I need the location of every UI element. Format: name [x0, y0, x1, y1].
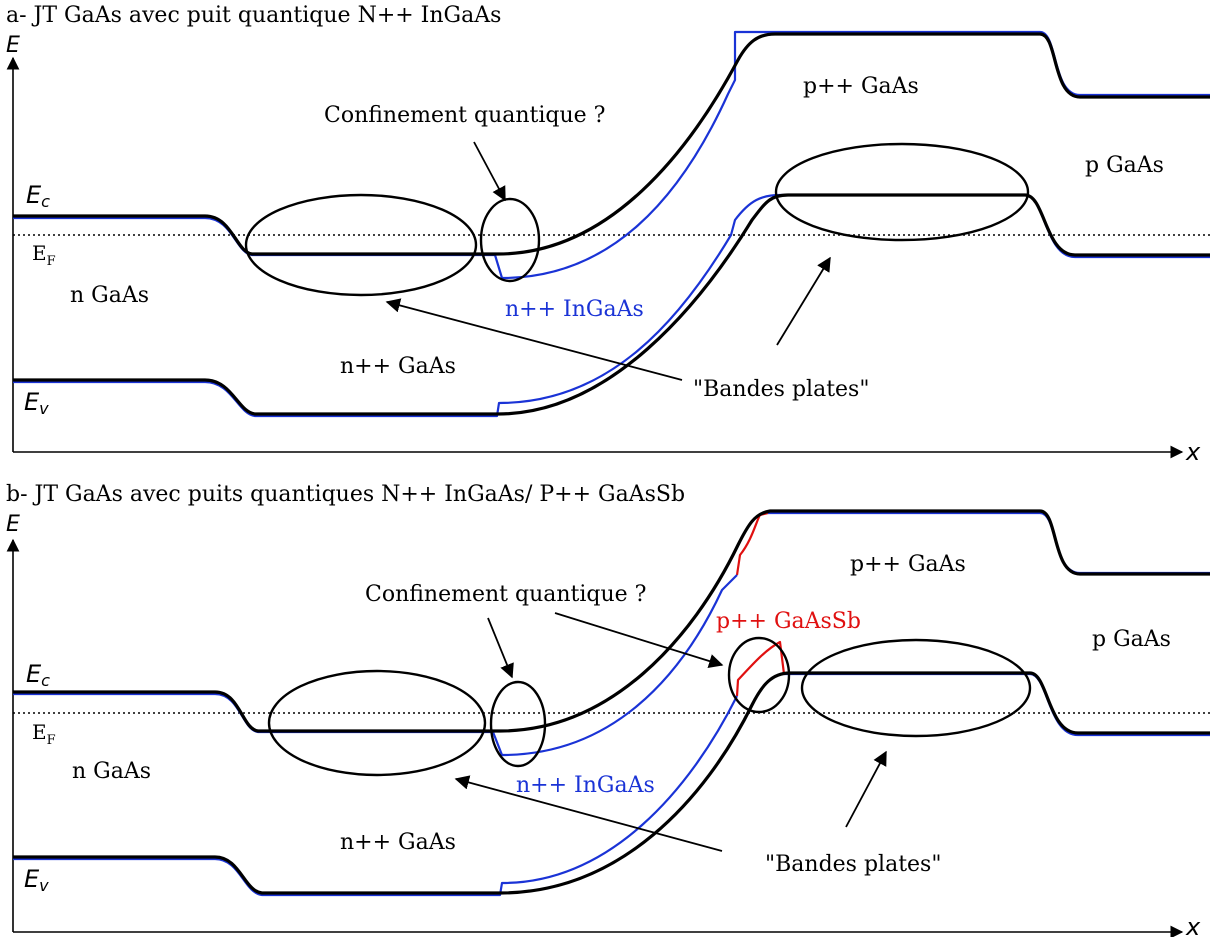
- panel-b-ingaas-conduction-band-right: [768, 511, 1210, 575]
- panel-a-flat-band-arrow-right: [776, 256, 831, 346]
- panel-a-ev-label: Ev: [24, 388, 49, 418]
- panel-b-title: b- JT GaAs avec puits quantiques N++ InG…: [6, 482, 685, 507]
- panel-a-energy-axis-label: E: [6, 33, 20, 58]
- panel-a-bandes-plates-label: "Bandes plates": [693, 377, 869, 402]
- panel-a-gaas-conduction-band: [13, 32, 1210, 256]
- panel-b: b- JT GaAs avec puits quantiques N++ InG…: [6, 482, 1210, 937]
- panel-b-ppp-gaassb-label: p++ GaAsSb: [716, 609, 861, 634]
- panel-b-ef-label: EF: [32, 720, 56, 748]
- panel-b-confinement-arrow-gaassb: [554, 612, 724, 669]
- panel-a-flat-band-ellipse-n: [244, 193, 478, 297]
- panel-a-ef-label: EF: [32, 241, 56, 269]
- panel-b-npp-gaas-label: n++ GaAs: [340, 830, 456, 855]
- panel-b-flat-band-ellipse-p: [800, 638, 1032, 738]
- panel-b-confinement-arrow-ingaas: [487, 617, 514, 679]
- panel-b-n-gaas-label: n GaAs: [72, 759, 151, 784]
- panel-a-p-gaas-label: p GaAs: [1085, 153, 1164, 178]
- panel-a-ingaas-conduction-band: [13, 30, 1210, 280]
- panel-b-position-axis-label: x: [1185, 913, 1201, 937]
- panel-b-confinement-label: Confinement quantique ?: [365, 582, 646, 607]
- panel-b-energy-axis-label: E: [6, 512, 20, 537]
- panel-b-quantum-well-ellipse-gaassb: [727, 636, 791, 714]
- panel-b-flat-band-arrow-left: [454, 775, 723, 852]
- panel-b-p-gaas-label: p GaAs: [1092, 627, 1171, 652]
- panel-a-ec-label: Ec: [26, 181, 50, 211]
- panel-a-flat-band-arrow-left: [385, 298, 683, 381]
- panel-b-gaas-conduction-band: [13, 509, 1210, 733]
- panel-b-gaas-valence-band: [13, 671, 1210, 895]
- panel-b-gaassb-valence-band: [735, 640, 786, 697]
- panel-b-ec-label: Ec: [26, 660, 50, 690]
- panel-a-npp-ingaas-label: n++ InGaAs: [505, 297, 644, 322]
- panel-a-confinement-label: Confinement quantique ?: [324, 103, 605, 128]
- panel-b-npp-ingaas-label: n++ InGaAs: [516, 773, 655, 798]
- panel-b-flat-band-ellipse-n: [267, 669, 487, 777]
- panel-b-ppp-gaas-label: p++ GaAs: [850, 552, 966, 577]
- panel-a-title: a- JT GaAs avec puit quantique N++ InGaA…: [6, 3, 501, 28]
- panel-a-n-gaas-label: n GaAs: [70, 283, 149, 308]
- panel-a-position-axis-label: x: [1185, 438, 1201, 466]
- panel-a-quantum-well-ellipse: [479, 197, 541, 283]
- panel-b-quantum-well-ellipse-ingaas: [489, 680, 547, 768]
- panel-b-ev-label: Ev: [24, 865, 49, 895]
- panel-a-flat-band-ellipse-p: [774, 142, 1030, 242]
- panel-a-ppp-gaas-label: p++ GaAs: [803, 74, 919, 99]
- panel-a: a- JT GaAs avec puit quantique N++ InGaA…: [6, 3, 1210, 466]
- panel-a-confinement-arrow: [473, 141, 506, 202]
- panel-b-bandes-plates-label: "Bandes plates": [765, 852, 941, 877]
- panel-a-gaas-valence-band: [13, 193, 1210, 416]
- panel-b-flat-band-arrow-right: [845, 750, 887, 828]
- panel-a-npp-gaas-label: n++ GaAs: [340, 354, 456, 379]
